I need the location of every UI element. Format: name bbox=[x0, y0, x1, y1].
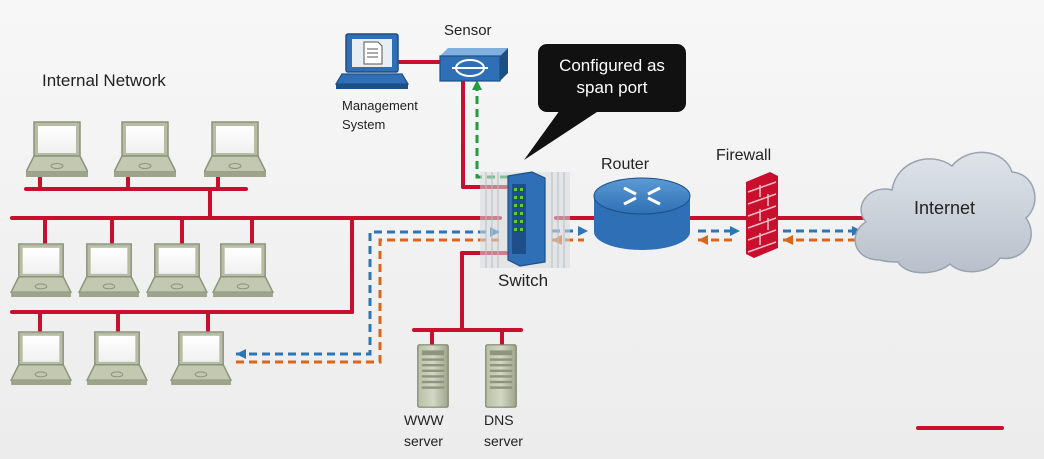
laptop-icon bbox=[10, 331, 72, 386]
callout-line2: span port bbox=[576, 78, 648, 97]
laptop-icon bbox=[78, 243, 140, 298]
laptop-icon bbox=[170, 331, 232, 386]
www-server-label-line2: server bbox=[404, 433, 443, 449]
www-server-label-line1: WWW bbox=[404, 412, 444, 428]
dns-server-label-line2: server bbox=[484, 433, 523, 449]
switch-icon bbox=[480, 171, 570, 268]
laptop-icon bbox=[212, 243, 274, 298]
cloud-icon bbox=[854, 151, 1036, 274]
laptop-icon bbox=[10, 243, 72, 298]
span-port-callout: Configured as span port bbox=[538, 44, 686, 112]
server-icons bbox=[417, 344, 517, 408]
router-label: Router bbox=[601, 156, 650, 173]
router-icon bbox=[593, 177, 691, 250]
laptop-icon bbox=[86, 331, 148, 386]
internet-label: Internet bbox=[914, 198, 976, 218]
laptop-icon bbox=[146, 243, 208, 298]
laptop-icons bbox=[10, 121, 274, 386]
dns-server-label-line1: DNS bbox=[484, 412, 514, 428]
laptop-icon bbox=[26, 121, 88, 178]
server-icon bbox=[485, 344, 517, 408]
server-icon bbox=[417, 344, 449, 408]
switch-label: Switch bbox=[498, 271, 549, 290]
laptop-icon bbox=[204, 121, 266, 178]
management-label-line1: Management bbox=[342, 98, 418, 113]
sensor-icon bbox=[439, 48, 508, 82]
callout-tail bbox=[524, 110, 600, 160]
firewall-icon bbox=[746, 172, 778, 258]
internal-network-label: Internal Network bbox=[42, 71, 166, 90]
sensor-label: Sensor bbox=[444, 22, 492, 39]
computer-icon bbox=[334, 33, 410, 89]
laptop-icon bbox=[114, 121, 176, 178]
management-label-line2: System bbox=[342, 117, 386, 132]
callout-line1: Configured as bbox=[559, 56, 665, 75]
firewall-label: Firewall bbox=[716, 147, 772, 164]
